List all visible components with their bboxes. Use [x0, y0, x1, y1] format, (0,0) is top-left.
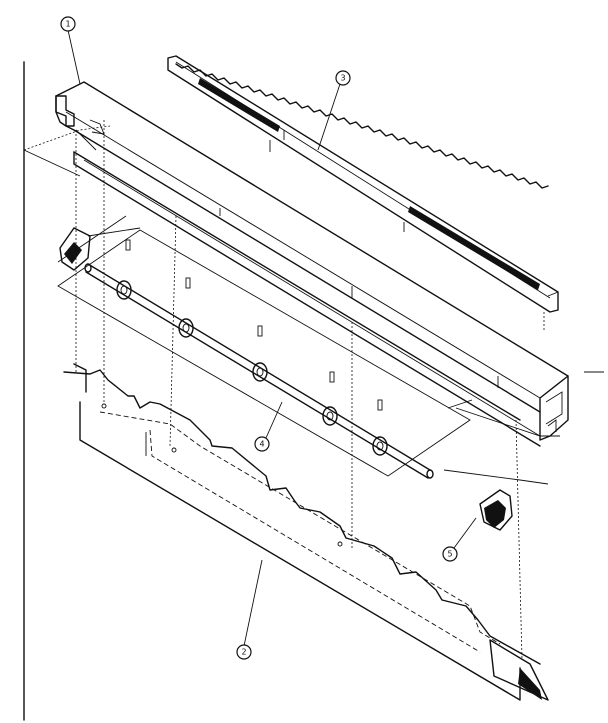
callout-3-label: 3: [340, 74, 345, 83]
callout-1: 1: [60, 16, 76, 32]
left-bushing: [59, 227, 91, 271]
callout-leaders: [67, 29, 477, 647]
callout-5-label: 5: [447, 550, 452, 559]
callout-2: 2: [236, 644, 252, 660]
part-3-toothed-strip: [167, 55, 559, 313]
part-4-roller-shaft: [57, 229, 471, 479]
assembly-guide-lines: [23, 120, 560, 661]
part-2-guide-plate: [63, 363, 549, 701]
callout-1-label: 1: [65, 20, 70, 29]
callout-2-label: 2: [241, 648, 246, 657]
part-1-main-frame: [55, 81, 569, 447]
callout-5: 5: [442, 546, 458, 562]
callout-4: 4: [254, 436, 270, 452]
callout-3: 3: [335, 70, 351, 86]
callout-4-label: 4: [259, 440, 264, 449]
part-5-right-bushing: [479, 489, 513, 531]
